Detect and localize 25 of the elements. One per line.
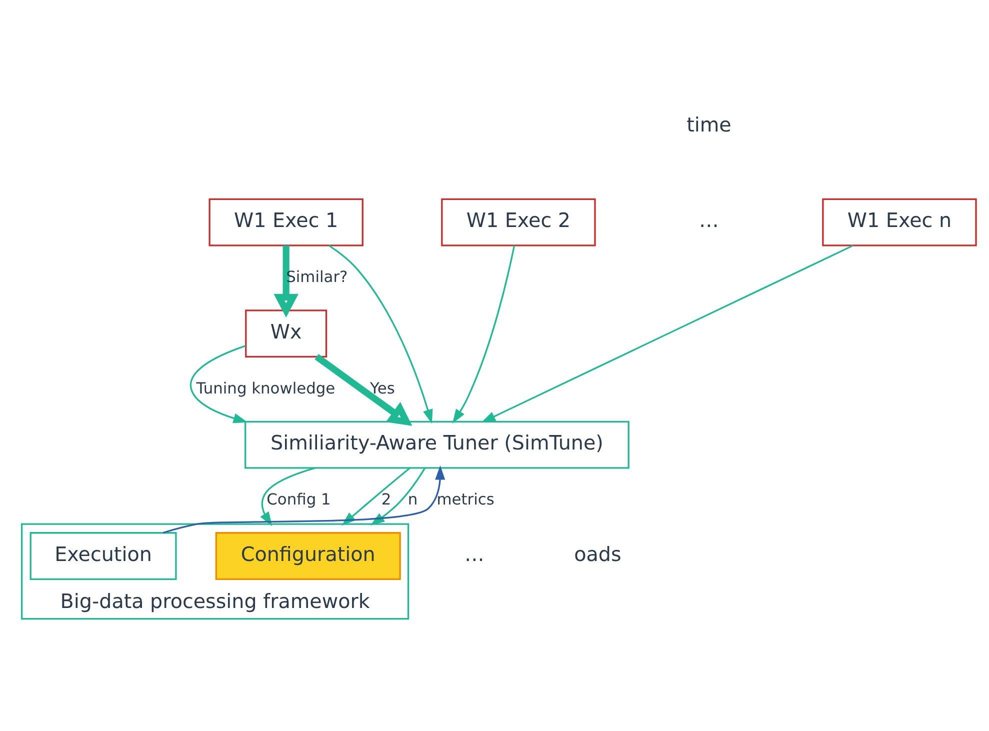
label: time xyxy=(686,113,732,136)
node-box: W1 Exec 1 xyxy=(208,198,364,246)
arrow xyxy=(328,244,433,424)
label: … xyxy=(699,209,719,232)
edge-label: 2 xyxy=(381,490,392,508)
arrow xyxy=(260,467,316,526)
edge-label: Config 1 xyxy=(266,490,331,508)
node-box: Configuration xyxy=(215,532,401,580)
node-box: W1 Exec 2 xyxy=(441,198,596,246)
edge-label: n xyxy=(408,490,418,508)
node-box: Wx xyxy=(245,310,328,358)
arrow xyxy=(162,465,446,534)
arrow xyxy=(274,246,298,318)
arrow xyxy=(481,244,854,423)
arrow xyxy=(452,245,516,424)
edge-label: Tuning knowledge xyxy=(196,379,336,398)
edge-label: Yes xyxy=(370,379,395,398)
edge-label: metrics xyxy=(436,490,494,508)
label: oads xyxy=(574,542,622,566)
arrow xyxy=(314,354,412,426)
label: … xyxy=(464,542,484,566)
node-box: Execution xyxy=(30,532,177,580)
node-box: Similiarity-Aware Tuner (SimTune) xyxy=(244,420,630,469)
node-box: W1 Exec n xyxy=(822,198,977,246)
arrow xyxy=(190,345,248,424)
